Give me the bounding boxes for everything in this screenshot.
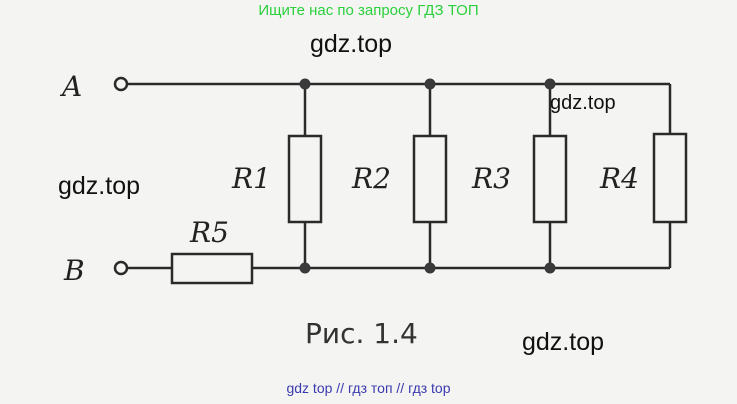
- resistor-r5: [170, 252, 254, 285]
- resistor-r5-label: R5: [189, 216, 229, 249]
- resistor-r3: [532, 134, 568, 224]
- junction-dot: [299, 78, 311, 90]
- watermark: gdz.top: [310, 30, 393, 58]
- junction-dot: [299, 262, 311, 274]
- figure-caption: Рис. 1.4: [305, 317, 418, 350]
- top-banner: Ищите нас по запросу ГДЗ ТОП: [258, 2, 479, 19]
- terminal-b-icon: [113, 260, 129, 276]
- watermark: gdz.top: [522, 328, 605, 356]
- terminal-a-label: A: [59, 70, 82, 103]
- resistor-r4-label: R4: [599, 162, 639, 195]
- resistor-r3-label: R3: [471, 162, 511, 195]
- junction-dot: [424, 262, 436, 274]
- terminal-b-label: B: [63, 254, 85, 287]
- junction-dot: [424, 78, 436, 90]
- terminal-a-icon: [113, 76, 129, 92]
- watermark: gdz.top: [550, 92, 616, 114]
- resistor-r4: [652, 132, 688, 224]
- footer-links: gdz top // гдз топ // гдз top: [286, 380, 451, 396]
- junction-dot: [544, 78, 556, 90]
- resistor-r2-label: R2: [351, 162, 391, 195]
- resistor-r1: [287, 134, 323, 224]
- resistor-r2: [412, 134, 448, 224]
- junction-dot: [544, 262, 556, 274]
- resistor-r1-label: R1: [231, 162, 271, 195]
- watermark: gdz.top: [58, 172, 141, 200]
